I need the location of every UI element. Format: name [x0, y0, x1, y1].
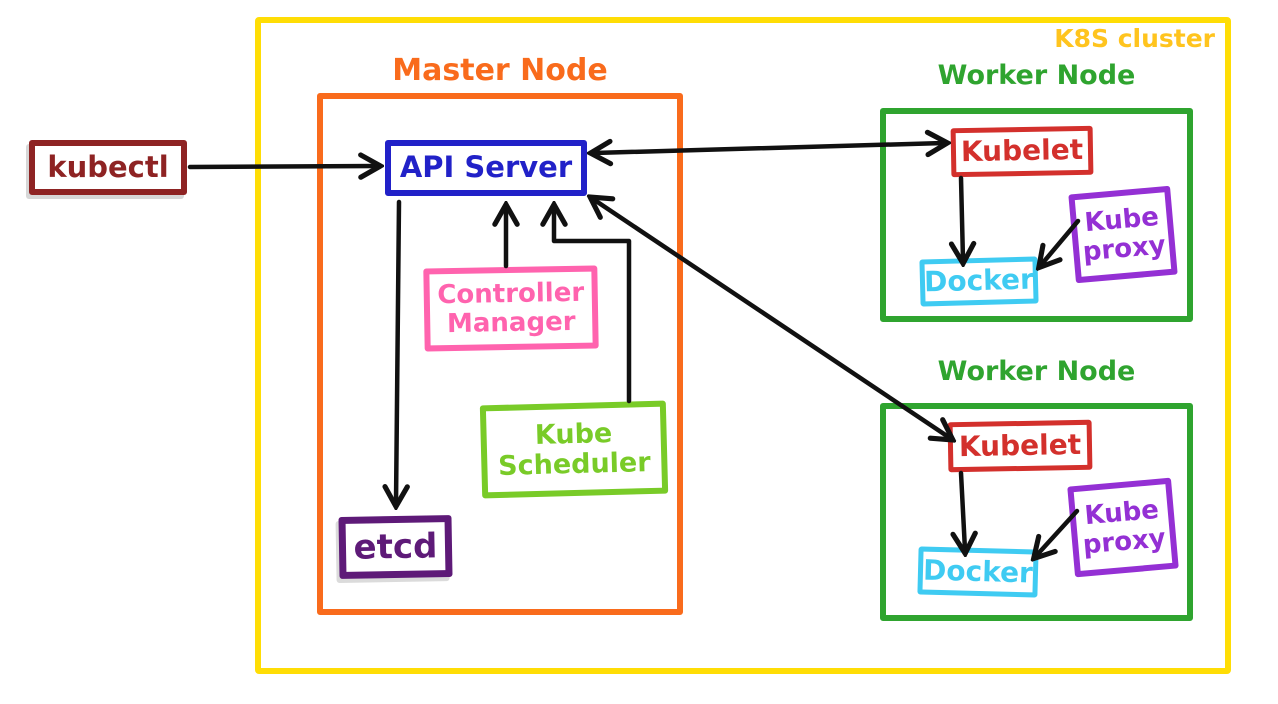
api-server-box: API Server [385, 140, 587, 196]
etcd-box: etcd [338, 515, 453, 579]
worker-node-2-label: Worker Node [937, 356, 1136, 387]
worker1-docker-box: Docker [919, 256, 1039, 307]
worker2-kube-proxy-box: Kube proxy [1067, 477, 1179, 578]
worker2-kubelet-box: Kubelet [947, 419, 1093, 473]
master-node-label: Master Node [392, 53, 608, 88]
worker1-kubelet-box: Kubelet [950, 125, 1094, 178]
worker1-kube-proxy-box: Kube proxy [1068, 185, 1178, 284]
kubectl-box: kubectl [29, 140, 187, 195]
kube-scheduler-box: Kube Scheduler [479, 400, 669, 499]
worker-node-1-label: Worker Node [937, 60, 1136, 91]
k8s-cluster-label: K8S cluster [1054, 24, 1215, 53]
k8s-cluster-box: K8S cluster [255, 17, 1231, 674]
worker2-docker-box: Docker [917, 546, 1039, 598]
controller-manager-box: Controller Manager [423, 265, 599, 352]
worker-node-2-box [880, 403, 1193, 621]
